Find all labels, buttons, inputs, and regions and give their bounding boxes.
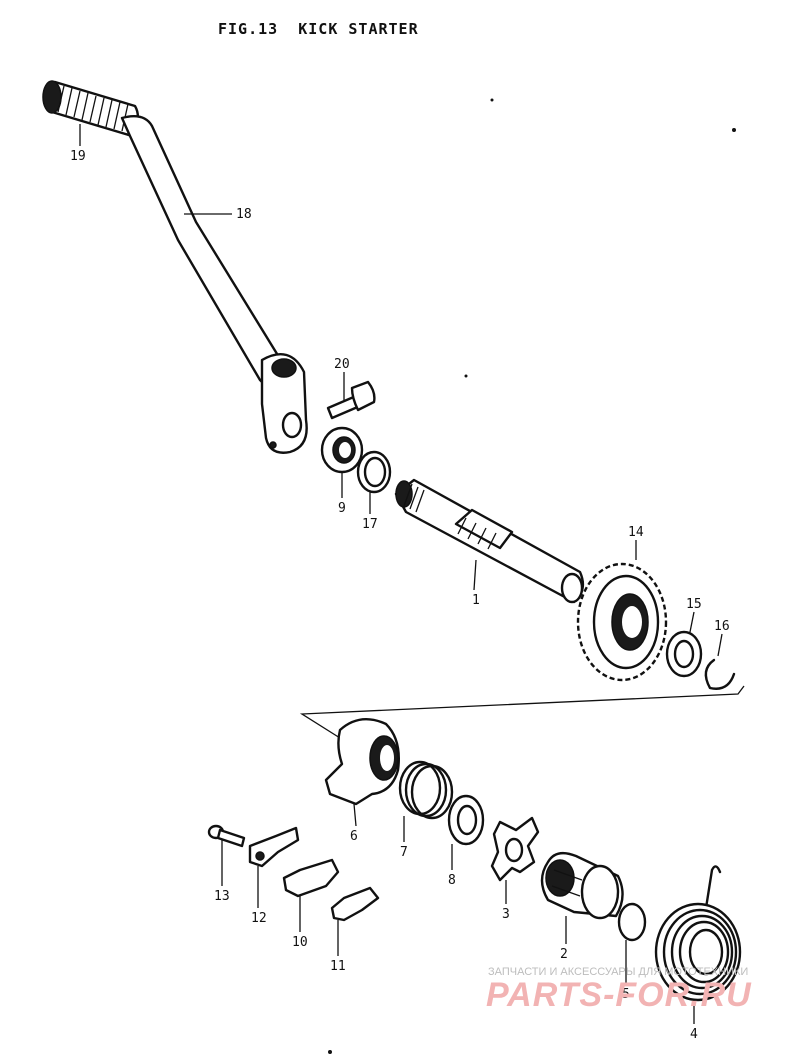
part-10-guide-plate [282, 858, 340, 898]
label-19: 19 [70, 149, 86, 164]
figure-title: FIG.13 KICK STARTER [218, 20, 419, 38]
label-3: 3 [502, 907, 510, 922]
label-10: 10 [292, 935, 308, 950]
label-18: 18 [236, 207, 252, 222]
part-11-stopper-plate [330, 886, 380, 922]
part-19-kick-grip [42, 80, 140, 138]
part-7-spring [398, 760, 454, 820]
label-2: 2 [560, 947, 568, 962]
label-1: 1 [472, 593, 480, 608]
label-9: 9 [338, 501, 346, 516]
part-8-washer [447, 794, 485, 846]
watermark-logo: PARTS-FOR.RU [486, 976, 752, 1014]
label-11: 11 [330, 959, 346, 974]
label-5: 5 [622, 987, 630, 1002]
part-13-bolt [207, 824, 246, 848]
reference-line [299, 685, 745, 739]
part-6-kick-guide [324, 718, 400, 806]
part-5-circlip [617, 902, 647, 942]
label-12: 12 [251, 911, 267, 926]
part-15-spring-guide [665, 630, 703, 678]
label-14: 14 [628, 525, 644, 540]
part-2-ratchet [540, 851, 624, 920]
label-13: 13 [214, 889, 230, 904]
leader-lines [79, 124, 723, 1024]
part-1-kick-starter-shaft [394, 478, 585, 604]
part-16-circlip [704, 658, 736, 690]
label-7: 7 [400, 845, 408, 860]
part-3-stopper [490, 816, 540, 882]
part-4-return-spring [654, 865, 742, 1002]
part-20-bolt [326, 380, 376, 420]
part-9-oil-seal [320, 426, 364, 474]
label-6: 6 [350, 829, 358, 844]
label-4: 4 [690, 1027, 698, 1042]
label-16: 16 [714, 619, 730, 634]
part-14-kick-starter-gear [576, 562, 668, 682]
label-20: 20 [334, 357, 350, 372]
part-labels: 1 2 3 4 5 6 7 8 9 10 11 12 13 14 15 16 1… [70, 149, 730, 1042]
part-17-washer [356, 450, 392, 494]
label-8: 8 [448, 873, 456, 888]
watermark-caption: ЗАПЧАСТИ И АКСЕССУАРЫ ДЛЯ МОТОТЕХНИКИ [488, 966, 749, 978]
label-17: 17 [362, 517, 378, 532]
label-15: 15 [686, 597, 702, 612]
scan-dots [328, 98, 736, 1054]
part-18-kick-lever [120, 115, 308, 454]
part-12-plate [248, 826, 300, 868]
